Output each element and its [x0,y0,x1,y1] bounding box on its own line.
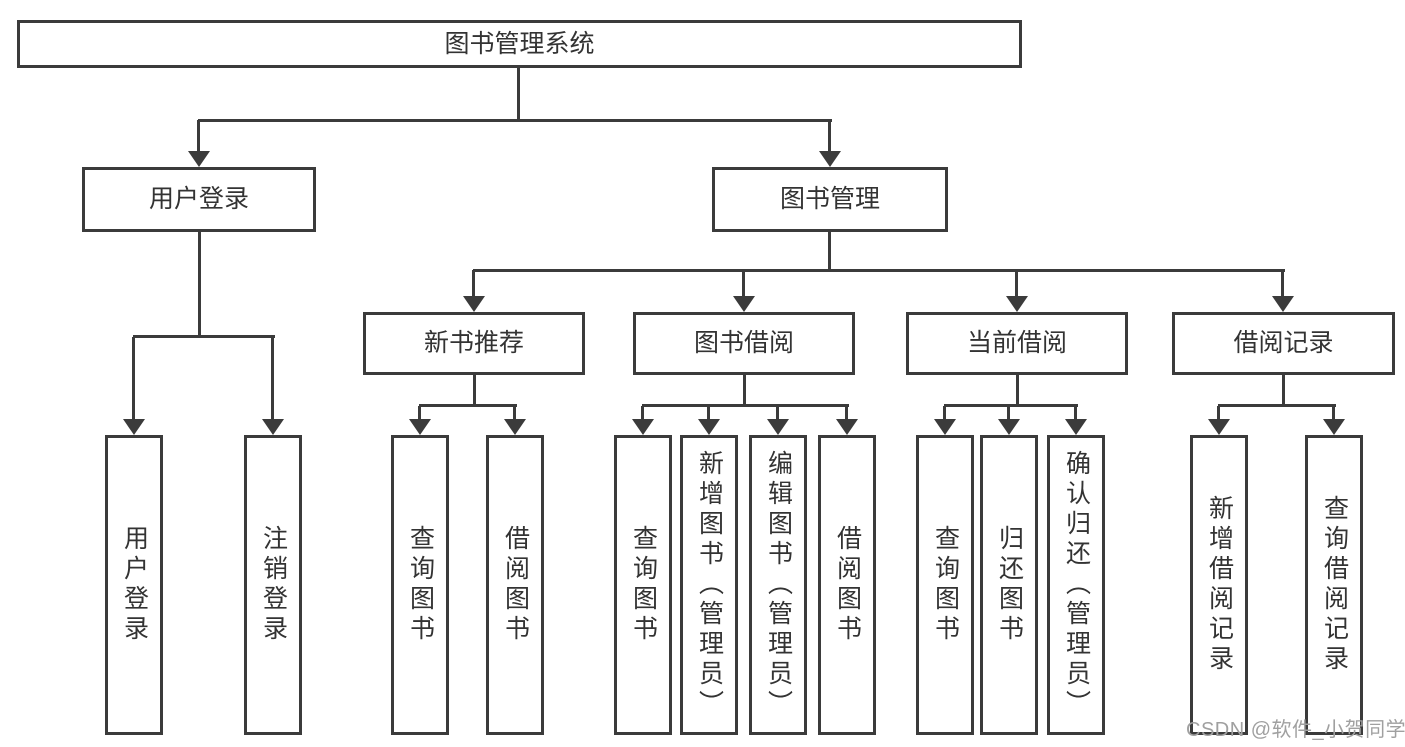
arrow-to-leaf-logout-icon [262,337,284,435]
leaf-cb-return-books-label: 归还图书 [995,525,1024,645]
connector-borrow-records-bar [1218,404,1336,407]
node-current-borrow-label: 当前借阅 [966,329,1067,357]
connector-book-mgmt-bar [473,269,1285,272]
arrow-to-current-borrow-icon [1006,270,1028,312]
leaf-nb-query-books: 查询图书 [391,435,449,735]
node-book-mgmt: 图书管理 [712,167,948,232]
node-user-login-label: 用户登录 [148,185,249,213]
leaf-bb-borrow-books: 借阅图书 [818,435,876,735]
connector-current-borrow-stem [1016,374,1019,407]
leaf-bb-borrow-books-label: 借阅图书 [833,525,862,645]
connector-root-stem [517,67,520,122]
connector-book-borrow-bar [642,404,849,407]
connector-user-login-stem [198,231,201,338]
connector-current-borrow-bar [944,404,1078,407]
csdn-watermark: CSDN @软件_小贺同学 [1186,719,1405,741]
arrow-cb-return-icon [998,406,1020,435]
connector-book-mgmt-stem [828,231,831,272]
leaf-nb-borrow-books: 借阅图书 [486,435,544,735]
arrow-nb-query-icon [409,406,431,435]
leaf-cb-confirm-return-admin: 确认归还（管理员） [1047,435,1105,735]
connector-user-login-bar [133,335,275,338]
arrow-to-leaf-user-login-icon [123,337,145,435]
leaf-user-login: 用户登录 [105,435,163,735]
arrow-cb-confirm-icon [1065,406,1087,435]
arrow-bb-edit-icon [767,406,789,435]
leaf-logout-label: 注销登录 [259,525,288,645]
leaf-bb-query-books: 查询图书 [614,435,672,735]
connector-new-books-stem [473,374,476,407]
arrow-nb-borrow-icon [504,406,526,435]
node-new-books-label: 新书推荐 [423,329,524,357]
arrow-bb-add-icon [698,406,720,435]
leaf-br-add-record-label: 新增借阅记录 [1205,495,1234,675]
arrow-to-user-login-icon [188,120,210,167]
node-user-login: 用户登录 [82,167,316,232]
leaf-bb-add-books-admin-label: 新增图书（管理员） [695,450,724,720]
leaf-bb-query-books-label: 查询图书 [629,525,658,645]
leaf-user-login-label: 用户登录 [120,525,149,645]
connector-root-bar [198,119,832,122]
leaf-nb-query-books-label: 查询图书 [406,525,435,645]
leaf-bb-edit-books-admin: 编辑图书（管理员） [749,435,807,735]
node-root: 图书管理系统 [17,20,1022,68]
arrow-to-borrow-records-icon [1272,270,1294,312]
node-current-borrow: 当前借阅 [906,312,1128,375]
arrow-bb-borrow-icon [836,406,858,435]
leaf-cb-query-books-label: 查询图书 [931,525,960,645]
leaf-logout: 注销登录 [244,435,302,735]
leaf-br-query-record-label: 查询借阅记录 [1320,495,1349,675]
node-book-mgmt-label: 图书管理 [779,185,880,213]
node-book-borrow-label: 图书借阅 [693,329,794,357]
leaf-nb-borrow-books-label: 借阅图书 [501,525,530,645]
connector-borrow-records-stem [1282,374,1285,407]
leaf-bb-edit-books-admin-label: 编辑图书（管理员） [764,450,793,720]
arrow-br-query-icon [1323,406,1345,435]
node-borrow-records: 借阅记录 [1172,312,1395,375]
arrow-bb-query-icon [632,406,654,435]
leaf-cb-query-books: 查询图书 [916,435,974,735]
node-root-label: 图书管理系统 [444,29,595,58]
node-borrow-records-label: 借阅记录 [1233,329,1334,357]
connector-new-books-bar [419,404,517,407]
arrow-br-add-icon [1208,406,1230,435]
node-new-books: 新书推荐 [363,312,585,375]
node-book-borrow: 图书借阅 [633,312,855,375]
arrow-to-new-books-icon [463,270,485,312]
arrow-to-book-borrow-icon [733,270,755,312]
leaf-br-query-record: 查询借阅记录 [1305,435,1363,735]
leaf-br-add-record: 新增借阅记录 [1190,435,1248,735]
leaf-cb-return-books: 归还图书 [980,435,1038,735]
arrow-to-book-mgmt-icon [819,120,841,167]
arrow-cb-query-icon [934,406,956,435]
leaf-bb-add-books-admin: 新增图书（管理员） [680,435,738,735]
leaf-cb-confirm-return-admin-label: 确认归还（管理员） [1062,450,1091,720]
connector-book-borrow-stem [743,374,746,407]
